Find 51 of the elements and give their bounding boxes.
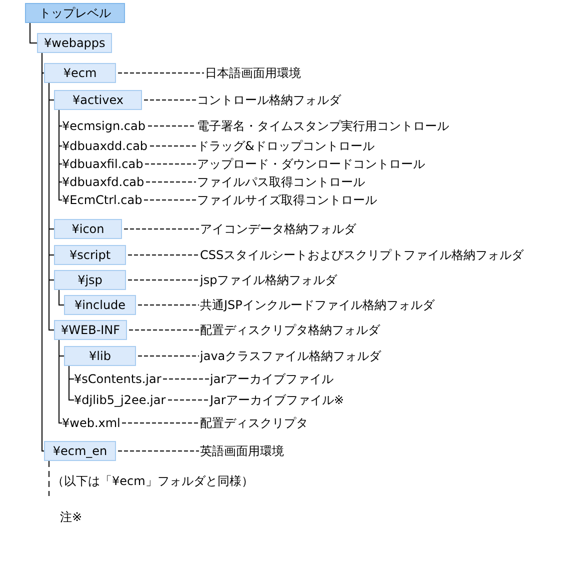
description-text: 配置ディスクリプタ格納フォルダ: [200, 322, 380, 338]
leader-line: [124, 228, 200, 230]
description-text: ファイルパス取得コントロール: [197, 174, 365, 190]
folder-label: ¥script: [54, 245, 126, 265]
description-text: jarアーカイブファイル: [210, 371, 334, 387]
note-heading: 注※: [60, 508, 82, 526]
folder-label: ¥webapps: [37, 33, 112, 53]
description-text: アップロード・ダウンロードコントロール: [197, 156, 425, 172]
tree-line: [58, 110, 62, 200]
file-name: ¥dbuaxfd.cab: [62, 174, 144, 190]
tree-line: [58, 290, 64, 306]
folder-label: ¥ecm_en: [44, 441, 116, 461]
folder-label: ¥icon: [54, 219, 122, 239]
folder-label: ¥WEB-INF: [54, 320, 128, 340]
folder-label: ¥jsp: [54, 270, 126, 290]
description-text: 英語画面用環境: [200, 443, 284, 459]
folder-label: ¥ecm: [44, 63, 116, 83]
tree-line: [30, 22, 38, 44]
description-text: コントロール格納フォルダ: [197, 92, 341, 108]
file-name: ¥sContents.jar: [74, 371, 162, 387]
description-text: 配置ディスクリプタ: [200, 415, 308, 431]
description-text: ファイルサイズ取得コントロール: [197, 192, 377, 208]
leader-line: [118, 72, 204, 74]
folder-label: ¥include: [64, 295, 136, 315]
file-name: ¥dbuaxfil.cab: [62, 156, 144, 172]
tree-line: [58, 340, 62, 424]
tree-line: [48, 82, 54, 330]
folder-label: ¥activex: [54, 90, 142, 110]
description-text: Jarアーカイブファイル※: [210, 392, 344, 408]
description-text: アイコンデータ格納フォルダ: [200, 221, 356, 237]
file-name: ¥web.xml: [62, 415, 120, 431]
note-text: （以下は「¥ecm」フォルダと同様）: [52, 472, 254, 490]
description-text: jspファイル格納フォルダ: [200, 272, 338, 288]
folder-label: ¥lib: [64, 346, 136, 366]
description-text: javaクラスファイル格納フォルダ: [200, 348, 382, 364]
file-name: ¥ecmsign.cab: [62, 118, 146, 134]
leader-line: [138, 304, 200, 306]
description-text: ドラッグ&ドロップコントロール: [197, 138, 374, 154]
description-text: 共通JSPインクルードファイル格納フォルダ: [200, 297, 434, 313]
description-text: CSSスタイルシートおよびスクリプトファイル格納フォルダ: [200, 247, 524, 263]
file-name: ¥dbuaxdd.cab: [62, 138, 148, 154]
leader-line: [128, 254, 200, 256]
leader-line: [118, 450, 200, 452]
tree-line: [68, 366, 74, 400]
file-name: ¥EcmCtrl.cab: [62, 192, 142, 208]
description-text: 日本語画面用環境: [205, 65, 301, 81]
file-name: ¥djlib5_j2ee.jar: [74, 392, 166, 408]
leader-line: [122, 422, 200, 424]
description-text: 電子署名・タイムスタンプ実行用コントロール: [197, 118, 449, 134]
leader-line: [162, 378, 210, 380]
folder-label: トップレベル: [25, 3, 125, 23]
